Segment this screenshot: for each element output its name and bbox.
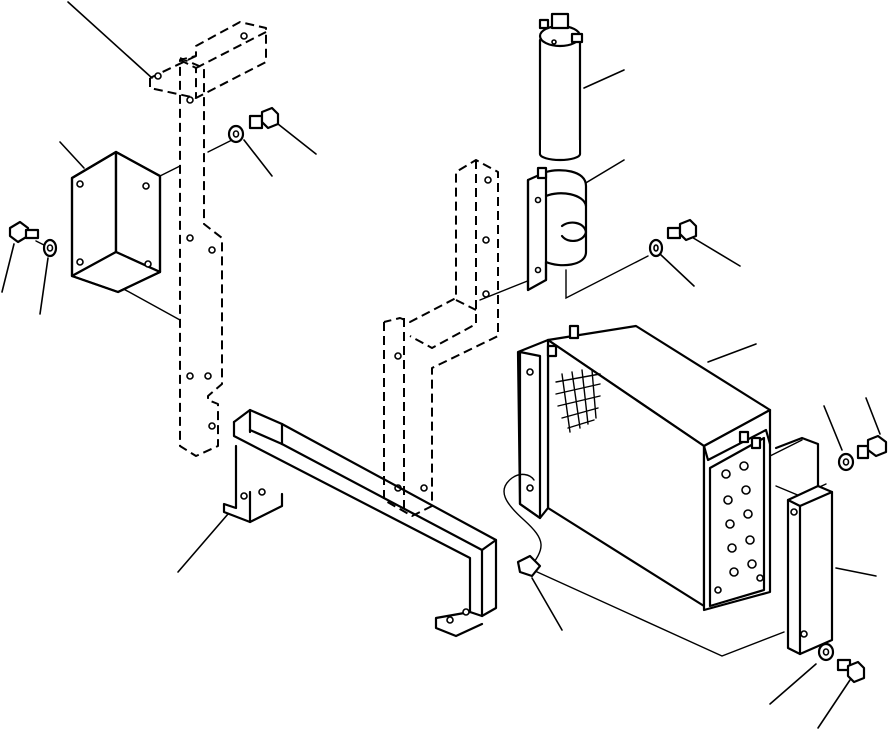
condenser <box>516 324 772 612</box>
washer-right-lower <box>817 642 835 662</box>
drier-clamp <box>526 166 588 292</box>
upper-bracket-left <box>149 21 267 457</box>
bolt-left <box>8 220 40 244</box>
washer-clamp <box>648 238 664 258</box>
bolt-right-upper <box>856 434 888 460</box>
washer-upper <box>227 124 245 144</box>
base-bracket <box>222 408 498 638</box>
bolt-upper <box>248 106 280 130</box>
side-plate <box>774 436 834 656</box>
sensor <box>503 473 542 578</box>
receiver-drier <box>538 12 584 162</box>
washer-right-upper <box>837 452 855 472</box>
frame-center <box>383 159 499 517</box>
bolt-clamp <box>666 218 698 242</box>
angle-bracket <box>70 150 162 294</box>
washer-left <box>42 238 58 258</box>
bolt-right-lower <box>836 658 866 684</box>
condenser-fins <box>714 461 764 594</box>
condenser-grille <box>555 369 601 433</box>
